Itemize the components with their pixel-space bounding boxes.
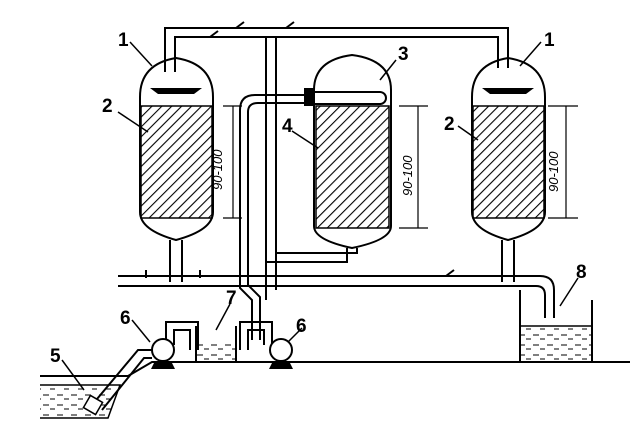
right-distributor-icon bbox=[482, 88, 534, 94]
label-8: 8 bbox=[576, 262, 587, 283]
label-1-right: 1 bbox=[544, 30, 555, 51]
label-5: 5 bbox=[50, 346, 61, 367]
dimension-right: 90-100 bbox=[546, 151, 561, 192]
label-1-left: 1 bbox=[118, 30, 129, 51]
leader-lines bbox=[61, 41, 579, 391]
left-distributor-icon bbox=[150, 88, 202, 94]
dimension-left: 90-100 bbox=[210, 149, 225, 190]
reagent-tank bbox=[165, 321, 273, 363]
label-2-right: 2 bbox=[444, 114, 455, 135]
dimension-center: 90-100 bbox=[400, 155, 415, 196]
collection-tank bbox=[519, 290, 593, 363]
center-column bbox=[266, 53, 392, 263]
label-4: 4 bbox=[282, 116, 293, 137]
center-sprayer-icon bbox=[304, 88, 314, 106]
feed-pipe bbox=[239, 94, 308, 340]
label-7: 7 bbox=[226, 288, 237, 309]
bottom-collector-pipe bbox=[118, 269, 555, 318]
pump-left bbox=[151, 338, 175, 369]
pump-right bbox=[269, 338, 293, 369]
label-6-right: 6 bbox=[296, 316, 307, 337]
right-ion-exchange-column bbox=[471, 56, 546, 282]
left-ion-exchange-column bbox=[139, 56, 214, 282]
label-3: 3 bbox=[398, 44, 409, 65]
dimension-lines bbox=[223, 105, 578, 229]
intake-filter-icon bbox=[82, 394, 104, 416]
water-reservoir bbox=[40, 349, 152, 419]
label-6-left: 6 bbox=[120, 308, 131, 329]
base-platform bbox=[40, 361, 630, 377]
top-manifold-pipe bbox=[164, 21, 509, 300]
label-2-left: 2 bbox=[102, 96, 113, 117]
